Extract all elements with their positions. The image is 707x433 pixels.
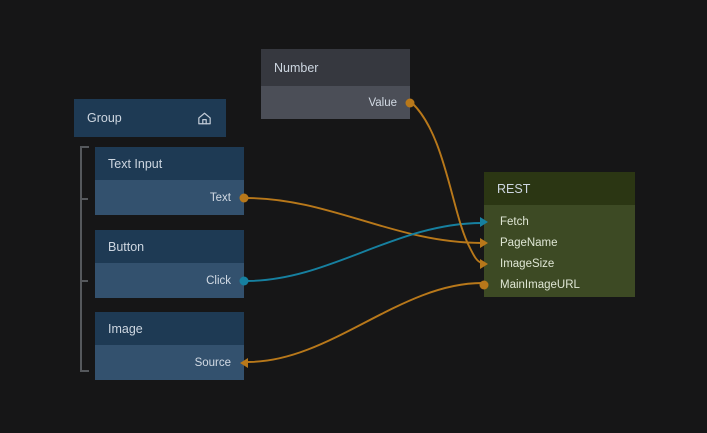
node-number-title: Number bbox=[274, 60, 319, 75]
port-row-fetch[interactable]: Fetch bbox=[480, 212, 635, 233]
node-image-body: Source bbox=[95, 345, 248, 380]
group-header[interactable]: Group bbox=[74, 99, 226, 137]
node-text-input[interactable]: Text Input Text bbox=[95, 147, 249, 215]
node-image-title: Image bbox=[108, 321, 143, 336]
node-rest-header[interactable]: REST bbox=[484, 172, 635, 205]
port-text[interactable] bbox=[239, 193, 249, 202]
node-number-body: Value bbox=[261, 86, 415, 119]
group-title: Group bbox=[87, 111, 122, 125]
wire-text-to-pagename bbox=[245, 197, 483, 244]
port-fetch[interactable] bbox=[480, 217, 488, 227]
port-row-imagesize[interactable]: ImageSize bbox=[480, 254, 635, 275]
port-row-text[interactable]: Text bbox=[95, 187, 249, 208]
home-icon[interactable] bbox=[196, 110, 213, 127]
node-image[interactable]: Image Source bbox=[95, 312, 248, 380]
port-label-pagename: PageName bbox=[500, 237, 558, 249]
wire-value-to-imagesize bbox=[411, 102, 483, 264]
port-value[interactable] bbox=[405, 98, 415, 107]
port-mainimageurl[interactable] bbox=[479, 280, 489, 290]
port-click[interactable] bbox=[239, 276, 249, 285]
port-source[interactable] bbox=[240, 357, 248, 368]
port-row-source[interactable]: Source bbox=[95, 352, 248, 373]
port-row-value[interactable]: Value bbox=[261, 92, 415, 113]
node-text-input-title: Text Input bbox=[108, 156, 163, 171]
node-number-header[interactable]: Number bbox=[261, 49, 410, 86]
wire-click-to-fetch bbox=[245, 222, 483, 282]
node-rest-body: Fetch PageName ImageSize MainImageURL bbox=[479, 205, 635, 297]
port-row-click[interactable]: Click bbox=[95, 270, 249, 291]
group-bracket bbox=[80, 146, 89, 372]
port-label-fetch: Fetch bbox=[500, 216, 529, 228]
node-text-input-header[interactable]: Text Input bbox=[95, 147, 244, 180]
port-row-pagename[interactable]: PageName bbox=[480, 233, 635, 254]
port-pagename[interactable] bbox=[480, 238, 488, 248]
node-rest[interactable]: REST Fetch PageName ImageSize MainImageU… bbox=[479, 172, 635, 297]
port-label-text: Text bbox=[209, 191, 231, 204]
port-label-mainimageurl: MainImageURL bbox=[500, 279, 580, 291]
node-button[interactable]: Button Click bbox=[95, 230, 249, 298]
node-button-body: Click bbox=[95, 263, 249, 298]
node-text-input-body: Text bbox=[95, 180, 249, 215]
node-image-header[interactable]: Image bbox=[95, 312, 244, 345]
port-label-click: Click bbox=[206, 274, 231, 287]
port-label-imagesize: ImageSize bbox=[500, 258, 555, 270]
node-number[interactable]: Number Value bbox=[261, 49, 415, 119]
port-label-value: Value bbox=[368, 96, 397, 109]
port-row-mainimageurl[interactable]: MainImageURL bbox=[479, 275, 635, 296]
port-label-source: Source bbox=[194, 356, 231, 369]
node-button-header[interactable]: Button bbox=[95, 230, 244, 263]
node-rest-title: REST bbox=[497, 181, 531, 196]
node-button-title: Button bbox=[108, 239, 145, 254]
port-imagesize[interactable] bbox=[480, 259, 488, 269]
group-node[interactable]: Group bbox=[74, 99, 226, 137]
wire-mainimageurl-to-source bbox=[247, 282, 483, 363]
